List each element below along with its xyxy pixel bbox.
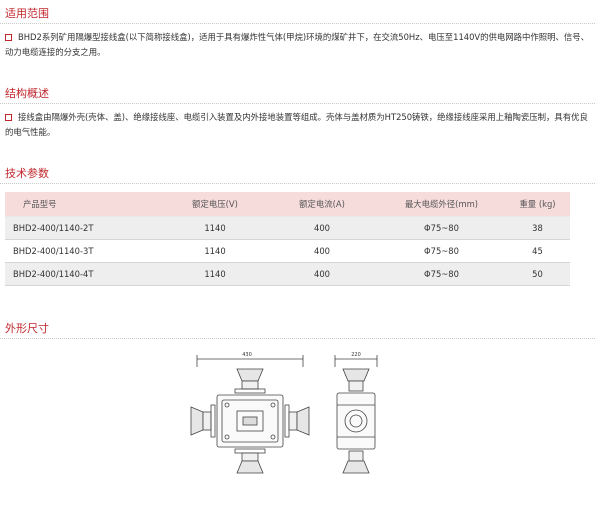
cell-cable-diameter: Φ75~80 <box>378 262 505 286</box>
col-header-voltage: 额定电压(V) <box>164 192 266 217</box>
divider <box>0 103 595 104</box>
cell-cable-diameter: Φ75~80 <box>378 239 505 263</box>
cell-model: BHD2-400/1140-2T <box>5 216 164 240</box>
col-header-cable-diameter: 最大电缆外径(mm) <box>378 192 505 217</box>
width-dimension-label: 430 <box>242 352 252 358</box>
overview-paragraph: 接线盒由隔爆外壳(壳体、盖)、绝缘接线座、电缆引入装置及内外接地装置等组成。壳体… <box>5 110 590 140</box>
cell-model: BHD2-400/1140-3T <box>5 239 164 263</box>
cell-cable-diameter: Φ75~80 <box>378 216 505 240</box>
cell-voltage: 1140 <box>164 262 266 286</box>
cell-voltage: 1140 <box>164 239 266 263</box>
dimension-drawing: 430 220 <box>190 352 378 474</box>
table-row: BHD2-400/1140-2T 1140 400 Φ75~80 38 <box>5 216 570 240</box>
cell-model: BHD2-400/1140-4T <box>5 262 164 286</box>
cell-current: 400 <box>266 239 378 263</box>
application-paragraph: BHD2系列矿用隔爆型接线盒(以下简称接线盒)，适用于具有爆炸性气体(甲烷)环境… <box>5 30 590 60</box>
col-header-current: 额定电流(A) <box>266 192 378 217</box>
overview-text: 接线盒由隔爆外壳(壳体、盖)、绝缘接线座、电缆引入装置及内外接地装置等组成。壳体… <box>5 112 588 137</box>
cell-weight: 38 <box>505 216 570 240</box>
depth-dimension-label: 220 <box>351 352 361 358</box>
section-title-specs: 技术参数 <box>5 167 49 180</box>
cell-weight: 50 <box>505 262 570 286</box>
table-row: BHD2-400/1140-3T 1140 400 Φ75~80 45 <box>5 239 570 263</box>
section-title-application: 适用范围 <box>5 7 49 20</box>
application-text: BHD2系列矿用隔爆型接线盒(以下简称接线盒)，适用于具有爆炸性气体(甲烷)环境… <box>5 32 590 57</box>
col-header-weight: 重量 (kg) <box>505 192 570 217</box>
divider <box>0 338 595 339</box>
section-title-dimensions: 外形尺寸 <box>5 322 49 335</box>
checkbox-square-icon <box>5 34 12 41</box>
cell-voltage: 1140 <box>164 216 266 240</box>
col-header-model: 产品型号 <box>5 192 164 217</box>
table-header-row: 产品型号 额定电压(V) 额定电流(A) 最大电缆外径(mm) 重量 (kg) <box>5 192 570 217</box>
section-title-overview: 结构概述 <box>5 87 49 100</box>
checkbox-square-icon <box>5 114 12 121</box>
table-row: BHD2-400/1140-4T 1140 400 Φ75~80 50 <box>5 262 570 286</box>
cell-current: 400 <box>266 262 378 286</box>
cell-current: 400 <box>266 216 378 240</box>
divider <box>0 23 595 24</box>
divider <box>0 183 595 184</box>
cell-weight: 45 <box>505 239 570 263</box>
spec-table: 产品型号 额定电压(V) 额定电流(A) 最大电缆外径(mm) 重量 (kg) … <box>5 192 570 286</box>
